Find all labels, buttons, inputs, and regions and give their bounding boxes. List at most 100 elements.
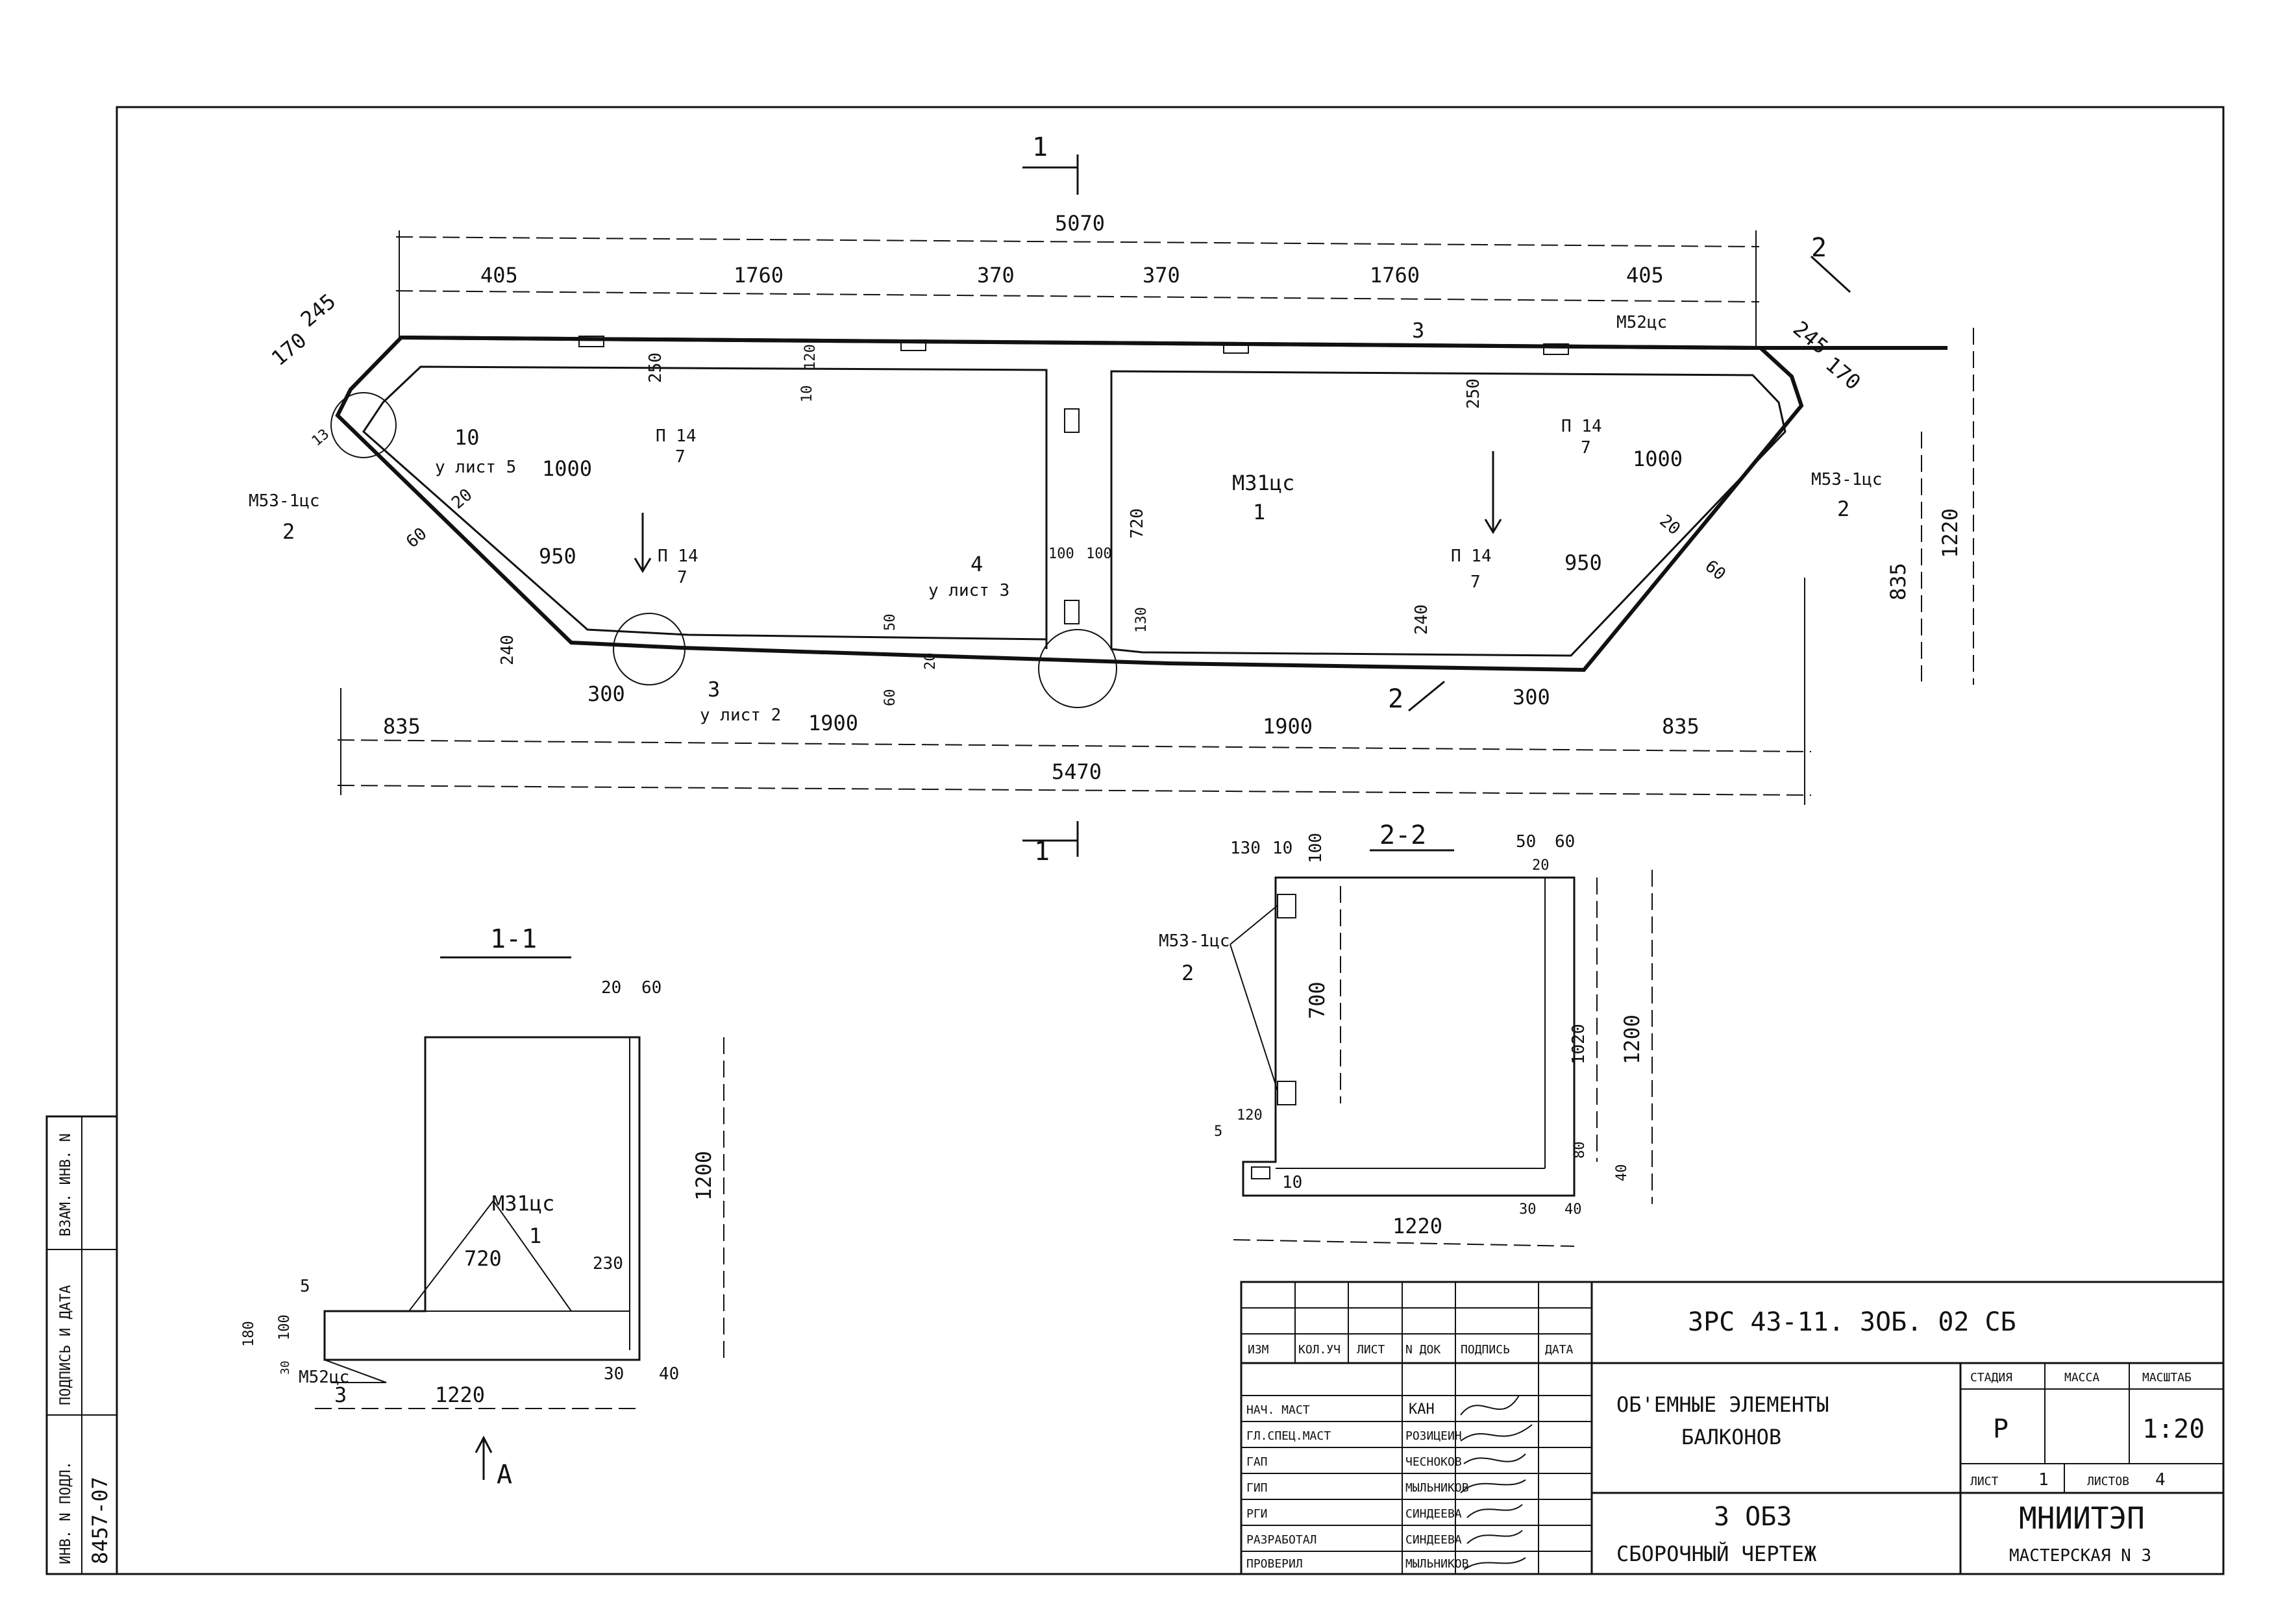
label-m52-top: М52цс <box>1616 313 1667 332</box>
tb-mass-h: МАССА <box>2064 1371 2099 1384</box>
s11-d30b: 30 <box>604 1364 624 1384</box>
dim-left-10: 10 <box>799 386 815 403</box>
plan-inner-right <box>1110 370 1786 657</box>
dim-left-250: 250 <box>646 352 665 383</box>
s22-d1020: 1020 <box>1569 1024 1589 1064</box>
s22-d700: 700 <box>1305 981 1329 1019</box>
dim-top-5: 1760 <box>1370 263 1420 288</box>
dim-right-20: 20 <box>1656 511 1684 539</box>
s11-d30: 30 <box>278 1360 292 1375</box>
dim-right-240: 240 <box>1412 604 1431 635</box>
label-m53-right-n: 2 <box>1837 497 1849 521</box>
label-m31: М31цс <box>1232 471 1294 495</box>
tb-h-list: ЛИСТ <box>1357 1343 1385 1357</box>
tb-stage: Р <box>1993 1414 2009 1444</box>
detail-circle-10 <box>330 392 397 458</box>
arrow-right <box>1484 451 1502 534</box>
tb-name-7: МЫЛЬНИКОВ <box>1405 1557 1469 1571</box>
tb-sheet-label: ЛИСТ <box>1970 1475 1999 1488</box>
tb-h-data: ДАТА <box>1545 1343 1574 1357</box>
tb-name-5: СИНДЕЕВА <box>1405 1507 1462 1521</box>
s22-d20: 20 <box>1532 857 1550 874</box>
tb-scale: 1:20 <box>2142 1414 2205 1444</box>
plate-top-1 <box>578 336 604 347</box>
s11-d720: 720 <box>464 1246 502 1271</box>
label-m53-right: М53-1цс <box>1811 470 1883 489</box>
dim-bottom-3: 1900 <box>808 711 858 735</box>
section-2-2-outline <box>1242 876 1576 1197</box>
tb-h-ndok: N ДОК <box>1405 1343 1440 1357</box>
section-2-2: 2-2 130 10 100 50 60 20 М53-1цс 2 700 10… <box>1159 820 1653 1247</box>
s11-m52-n: 3 <box>334 1383 347 1407</box>
tb-role-7: ПРОВЕРИЛ <box>1246 1557 1303 1571</box>
section-mark-2-top <box>1810 255 1851 293</box>
label-p14-b-n: 7 <box>677 568 687 587</box>
label-m53-left-n: 2 <box>282 519 295 544</box>
tb-sheets-label: ЛИСТОВ <box>2087 1475 2129 1488</box>
s22-d100: 100 <box>1306 833 1326 863</box>
section-1-1-leader <box>408 1200 572 1312</box>
label-sec1-bot: 1 <box>1034 837 1050 867</box>
title-block-frame <box>1240 1281 2225 1575</box>
label-p14-a-n: 7 <box>675 447 686 467</box>
side-stamp: ВЗАМ. ИНВ. N ПОДПИСЬ И ДАТА ИНВ. N ПОДЛ.… <box>45 1115 118 1575</box>
tb-name-6: СИНДЕЕВА <box>1405 1533 1462 1547</box>
section-1-1-title: 1-1 <box>490 924 537 954</box>
s22-d40b: 40 <box>1564 1201 1582 1218</box>
s22-d120: 120 <box>1237 1107 1263 1124</box>
section-mark-2-bottom <box>1408 680 1445 712</box>
side-stamp-cell-1: ВЗАМ. ИНВ. N <box>58 1133 74 1236</box>
side-stamp-cell-2: ПОДПИСЬ И ДАТА <box>58 1285 74 1405</box>
dim-left-60b: 60 <box>882 689 898 707</box>
side-stamp-handwritten: 8457-07 <box>88 1477 112 1564</box>
section-1-1: 1-1 20 60 1200 М31цс 1 720 230 5 180 100… <box>241 924 724 1490</box>
side-stamp-cell-3: ИНВ. N ПОДЛ. <box>58 1461 74 1564</box>
dim-top-1: 405 <box>480 263 518 288</box>
tb-name-2: РОЗИЦЕИН <box>1405 1429 1462 1443</box>
plan-outer-outline <box>335 335 1804 672</box>
s11-m31-n: 1 <box>529 1224 541 1248</box>
embedded-part-upper <box>1064 408 1080 433</box>
s11-view: А <box>497 1460 512 1490</box>
dim-right-250: 250 <box>1464 378 1483 409</box>
tb-org: МНИИТЭП <box>2019 1501 2145 1536</box>
section-2-2-plate-floor <box>1251 1166 1270 1179</box>
plate-top-3 <box>1223 342 1249 354</box>
section-1-1-m52 <box>324 1359 387 1383</box>
label-pos3: 3 <box>1412 318 1424 343</box>
tb-signatures <box>1460 1395 1533 1570</box>
tb-sheets: 4 <box>2155 1470 2166 1490</box>
tb-object-1: ОБ'ЕМНЫЕ ЭЛЕМЕНТЫ <box>1616 1392 1829 1417</box>
detail-circle-3 <box>613 613 686 685</box>
title-block: 3РС 43-11. 3ОБ. 02 СБ ИЗМ КОЛ.УЧ ЛИСТ N … <box>1240 1281 2225 1575</box>
dim-center-720: 720 <box>1128 508 1147 539</box>
detail-circle-4 <box>1038 629 1117 708</box>
dim-left-50: 50 <box>882 614 898 632</box>
label-p14-c: П 14 <box>1561 417 1602 436</box>
s22-m53: М53-1цс <box>1159 931 1230 951</box>
dim-bottom-5: 300 <box>1513 685 1550 709</box>
label-ref4-sheet: у лист 3 <box>928 581 1009 600</box>
plan-view: 5070 5470 405 1760 370 370 1760 405 835 … <box>249 132 1974 867</box>
s11-d1220: 1220 <box>435 1383 485 1407</box>
label-p14-b: П 14 <box>658 547 698 566</box>
s22-d80: 80 <box>1572 1142 1588 1159</box>
tb-name-3: ЧЕСНОКОВ <box>1405 1455 1462 1469</box>
dim-top-6: 405 <box>1626 263 1664 288</box>
s22-d1220: 1220 <box>1392 1214 1442 1238</box>
section-mark-1-top <box>1022 154 1079 195</box>
label-sec2-top: 2 <box>1811 233 1827 263</box>
dim-top-2: 1760 <box>734 263 784 288</box>
dim-top-total: 5070 <box>1055 211 1105 236</box>
tb-sheet: 1 <box>2038 1470 2049 1490</box>
dim-line-bottom <box>337 739 1812 752</box>
dim-right-1000: 1000 <box>1633 447 1683 471</box>
tb-h-izm: ИЗМ <box>1248 1343 1269 1357</box>
s22-d130: 130 <box>1230 839 1261 858</box>
section-mark-1-bottom <box>1022 821 1079 857</box>
section-2-2-leader <box>1230 905 1278 1091</box>
s22-d40: 40 <box>1614 1164 1630 1182</box>
label-m53-left: М53-1цс <box>249 491 320 511</box>
tb-role-2: ГЛ.СПЕЦ.МАСТ <box>1246 1429 1331 1443</box>
